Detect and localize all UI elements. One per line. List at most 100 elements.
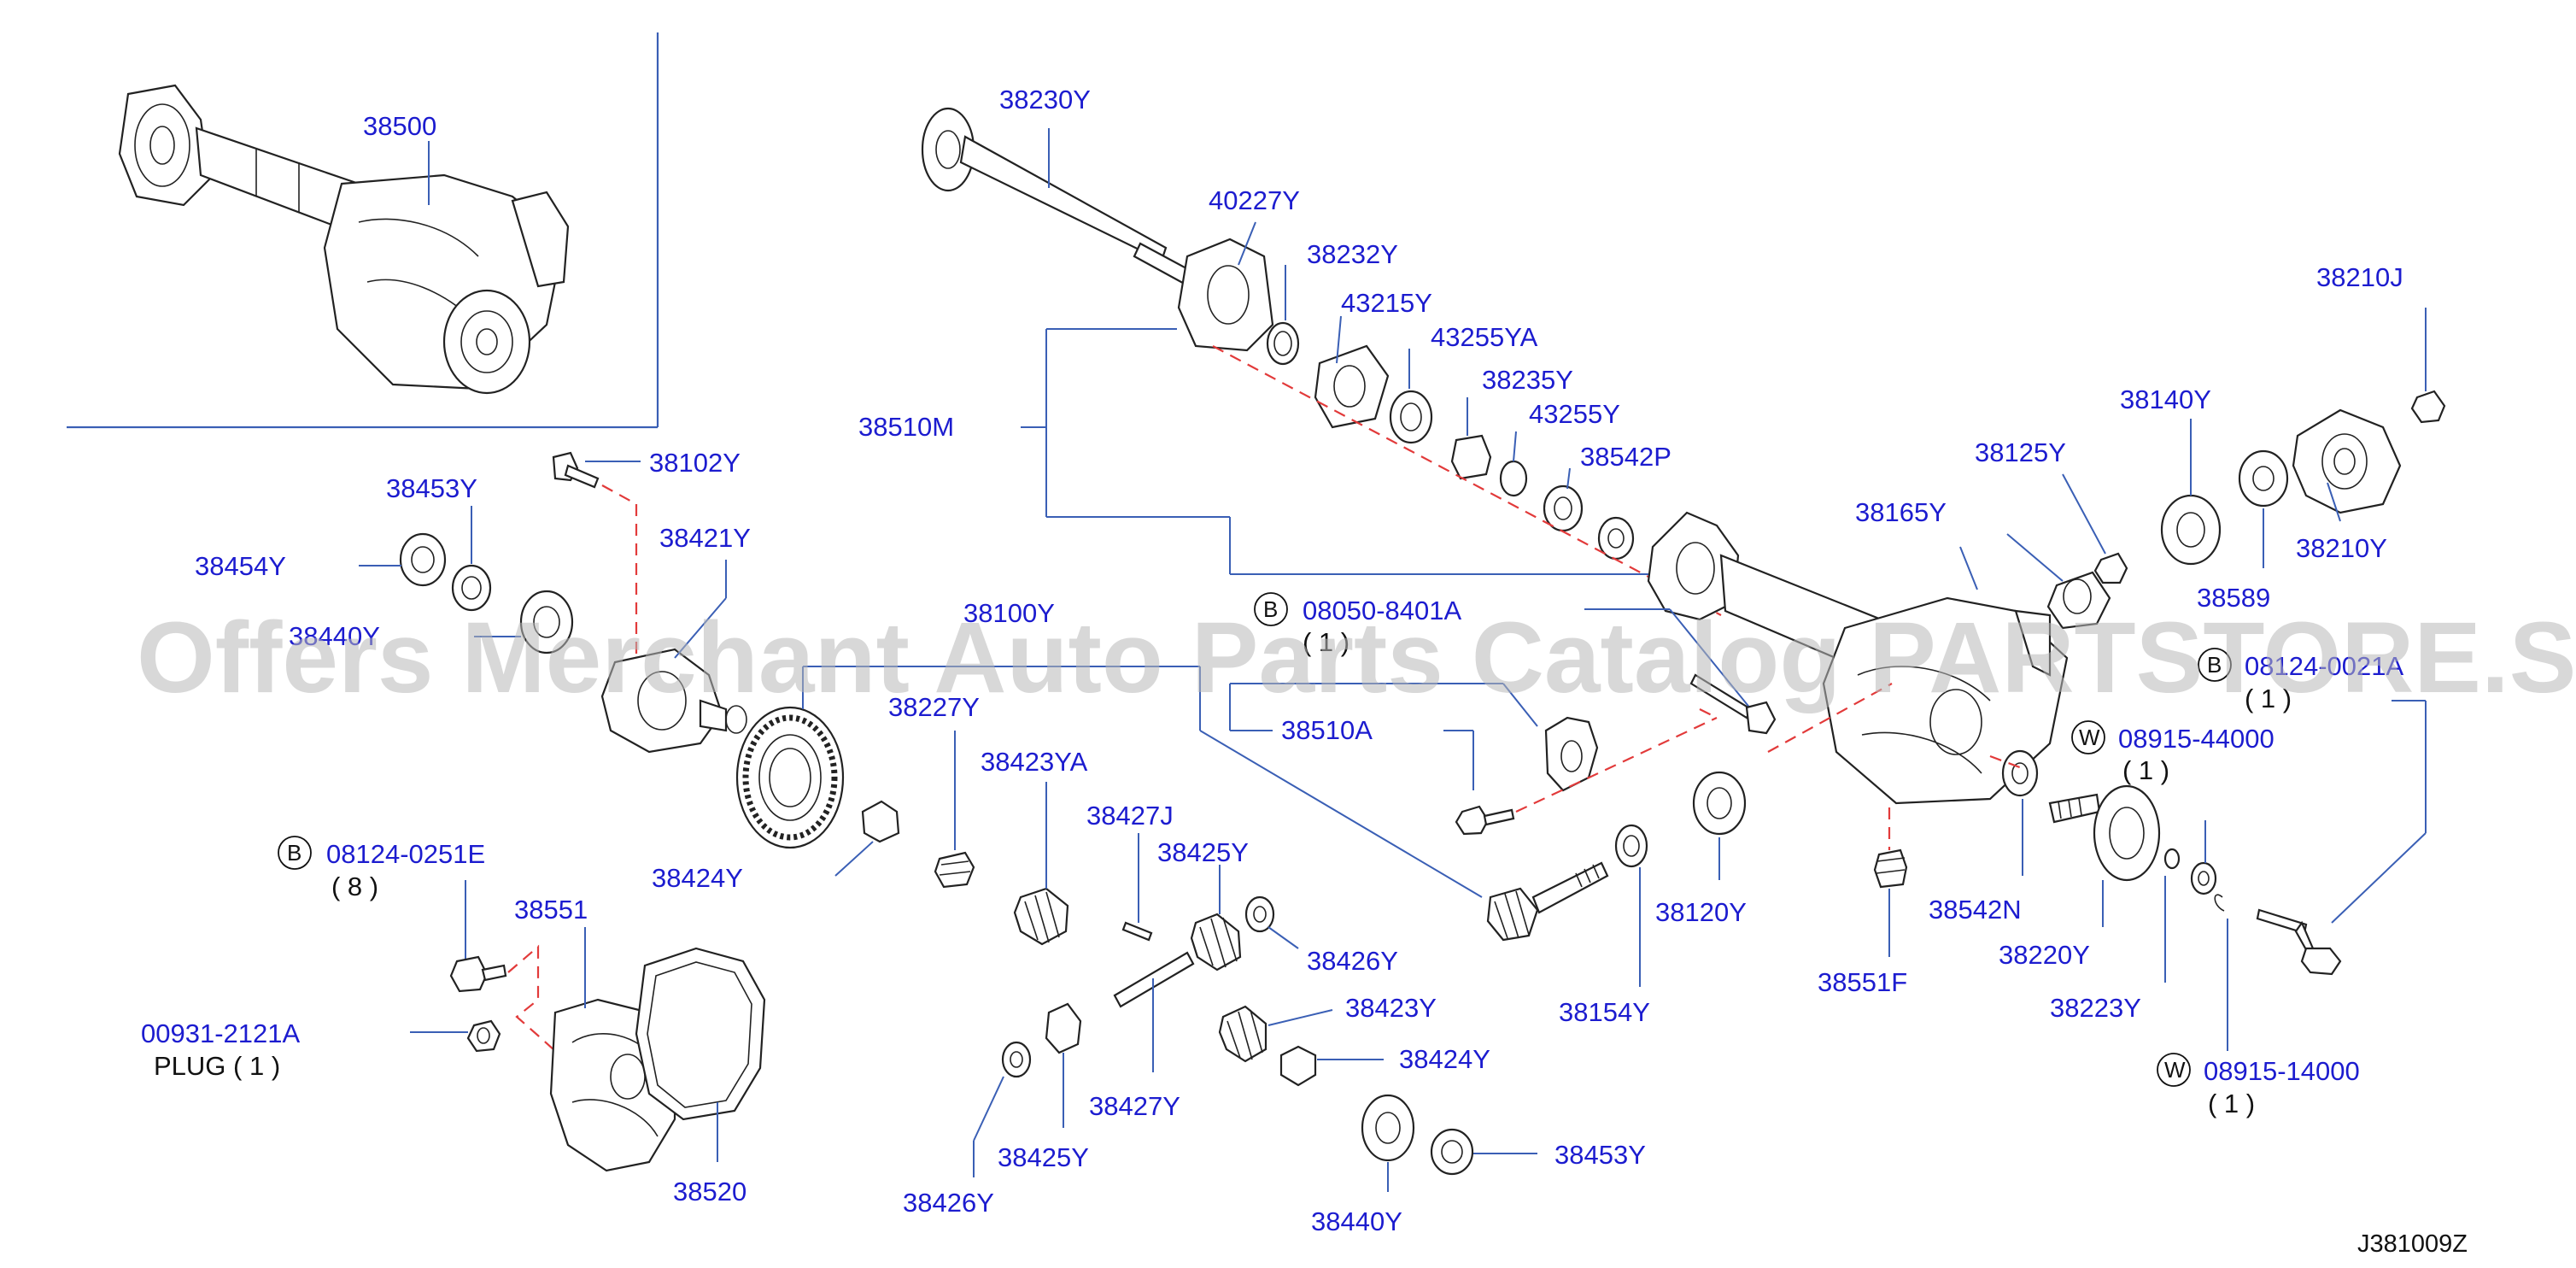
part-label-38510A[interactable]: 38510A — [1281, 715, 1373, 745]
part-label-38102Y[interactable]: 38102Y — [649, 448, 741, 478]
pinion-shim-drawing[interactable] — [1614, 824, 1648, 868]
part-label-38427J[interactable]: 38427J — [1086, 801, 1174, 831]
part-label-40227Y[interactable]: 40227Y — [1209, 185, 1300, 215]
part-label-38424Y-bottom[interactable]: 38424Y — [1399, 1044, 1490, 1074]
part-label-38210J[interactable]: 38210J — [2316, 262, 2403, 292]
cover-gasket-drawing[interactable] — [635, 947, 766, 1121]
part-label-38100Y[interactable]: 38100Y — [963, 598, 1055, 628]
part-label-38140Y[interactable]: 38140Y — [2120, 385, 2211, 414]
side-bearing-top-drawing[interactable] — [519, 590, 574, 655]
carrier-bolt-drawing[interactable] — [552, 451, 600, 489]
part-label-38154Y[interactable]: 38154Y — [1559, 997, 1650, 1027]
part-label-38426Y-bottom[interactable]: 38426Y — [903, 1188, 994, 1218]
part-label-38423YA[interactable]: 38423YA — [981, 747, 1088, 777]
part-label-38440Y-top[interactable]: 38440Y — [289, 621, 380, 651]
pinion-mate-lower-drawing[interactable] — [1045, 1002, 1082, 1054]
spacer-drawing[interactable] — [1450, 434, 1492, 480]
part-label-38230Y[interactable]: 38230Y — [999, 85, 1091, 114]
part-label-38427Y[interactable]: 38427Y — [1089, 1091, 1180, 1121]
part-label-38500[interactable]: 38500 — [363, 111, 436, 141]
breather-drawing[interactable] — [1873, 848, 1908, 889]
part-label-38510M[interactable]: 38510M — [858, 412, 954, 442]
cap-bolt-drawing[interactable] — [1689, 673, 1777, 735]
part-label-38125Y[interactable]: 38125Y — [1975, 437, 2066, 467]
cover-bolt-drawing[interactable] — [449, 955, 507, 993]
part-label-38227Y[interactable]: 38227Y — [888, 692, 980, 722]
axle-shaft-drawing[interactable] — [921, 107, 1197, 288]
part-label-38210Y[interactable]: 38210Y — [2296, 533, 2387, 563]
part-label-38425Y-bottom[interactable]: 38425Y — [998, 1142, 1089, 1172]
bearing-cap-drawing[interactable] — [1544, 716, 1599, 792]
cap-small-bolt-drawing[interactable] — [1455, 805, 1515, 836]
backing-plate-drawing[interactable] — [1177, 238, 1274, 352]
part-label-38220Y[interactable]: 38220Y — [1999, 940, 2090, 970]
part-label-38589[interactable]: 38589 — [2197, 583, 2270, 613]
side-gear-upper-drawing[interactable] — [1013, 887, 1069, 946]
part-label-38232Y[interactable]: 38232Y — [1307, 239, 1398, 269]
part-label-08124-0251E[interactable]: 08124-0251E — [326, 839, 485, 869]
seal-ring-drawing[interactable] — [1266, 321, 1300, 366]
lock-bolt-lower-drawing[interactable] — [1279, 1045, 1317, 1087]
part-label-08124-0021A[interactable]: 08124-0021A — [2245, 651, 2403, 681]
pinion-washer-lower-drawing[interactable] — [1001, 1041, 1032, 1078]
part-label-38542P[interactable]: 38542P — [1580, 442, 1671, 472]
part-label-08050-8401A[interactable]: 08050-8401A — [1303, 596, 1461, 625]
part-label-38423Y[interactable]: 38423Y — [1345, 993, 1437, 1023]
small-ring-drawing[interactable] — [2163, 848, 2181, 870]
pinion-bearing-drawing[interactable] — [2160, 494, 2222, 566]
lock-pin-drawing[interactable] — [1121, 921, 1153, 942]
axle-assembly-drawing[interactable] — [118, 84, 570, 395]
small-nut-drawing[interactable] — [2093, 552, 2128, 584]
side-gear-lower-drawing[interactable] — [1218, 1005, 1268, 1063]
shim-lower-drawing[interactable] — [1430, 1128, 1474, 1176]
part-label-38223Y[interactable]: 38223Y — [2050, 993, 2141, 1023]
part-label-38165Y[interactable]: 38165Y — [1855, 497, 1947, 527]
differential-case-drawing[interactable] — [600, 648, 747, 754]
part-label-38421Y[interactable]: 38421Y — [659, 523, 751, 553]
shim-top-drawing[interactable] — [451, 564, 492, 612]
part-label-38453Y-top[interactable]: 38453Y — [386, 473, 477, 503]
pinion-rear-bearing-drawing[interactable] — [1692, 771, 1747, 836]
part-label-43255YA[interactable]: 43255YA — [1431, 322, 1538, 352]
part-label-00931-2121A[interactable]: 00931-2121A — [141, 1019, 300, 1048]
lock-bolt-left-drawing[interactable] — [861, 800, 900, 843]
pinion-mate-upper-drawing[interactable] — [1190, 913, 1242, 972]
retainer-plate-drawing[interactable] — [1314, 344, 1390, 429]
part-label-38551[interactable]: 38551 — [514, 895, 588, 925]
axle-washer-drawing[interactable] — [1499, 460, 1528, 497]
snap-ring-drawing[interactable] — [2214, 894, 2225, 912]
part-label-38453Y-bottom[interactable]: 38453Y — [1554, 1140, 1646, 1170]
pinion-washer-right-drawing[interactable] — [1244, 895, 1275, 933]
part-label-38425Y-top[interactable]: 38425Y — [1157, 837, 1249, 867]
plain-washer-drawing[interactable] — [2190, 861, 2217, 895]
thrust-washer-drawing[interactable] — [399, 532, 447, 587]
filler-plug-drawing[interactable] — [934, 851, 975, 889]
leader-38510A — [1229, 683, 1538, 790]
front-seal-drawing[interactable] — [2001, 749, 2039, 797]
flange-nut-drawing[interactable] — [2410, 390, 2446, 424]
part-label-08915-14000[interactable]: 08915-14000 — [2204, 1056, 2360, 1086]
part-label-38120Y[interactable]: 38120Y — [1655, 897, 1747, 927]
part-label-38542N[interactable]: 38542N — [1929, 895, 2022, 925]
part-label-38235Y[interactable]: 38235Y — [1482, 365, 1573, 395]
long-bolt-drawing[interactable] — [2256, 908, 2342, 976]
part-label-08915-44000[interactable]: 08915-44000 — [2118, 724, 2274, 754]
companion-flange-drawing[interactable] — [2292, 408, 2402, 514]
part-label-38551F[interactable]: 38551F — [1818, 967, 1907, 997]
side-flange-drawing[interactable] — [2048, 784, 2161, 882]
part-label-38520[interactable]: 38520 — [673, 1177, 746, 1206]
part-label-43215Y[interactable]: 43215Y — [1341, 288, 1432, 318]
drain-plug-drawing[interactable] — [466, 1019, 501, 1053]
drive-pinion-drawing[interactable] — [1486, 861, 1609, 942]
axle-bearing-drawing[interactable] — [1389, 390, 1433, 444]
axle-housing-drawing[interactable] — [1647, 511, 2069, 805]
part-label-43255Y[interactable]: 43255Y — [1529, 399, 1620, 429]
part-label-38440Y-bottom[interactable]: 38440Y — [1311, 1206, 1402, 1236]
collapsible-spacer-drawing[interactable] — [2046, 571, 2111, 630]
ring-gear-drawing[interactable] — [735, 706, 845, 849]
part-label-38426Y-right[interactable]: 38426Y — [1307, 946, 1398, 976]
part-label-38424Y-left[interactable]: 38424Y — [652, 863, 743, 893]
pinion-seal-drawing[interactable] — [2238, 449, 2289, 508]
part-label-38454Y[interactable]: 38454Y — [195, 551, 286, 581]
side-bearing-lower-drawing[interactable] — [1361, 1094, 1415, 1162]
